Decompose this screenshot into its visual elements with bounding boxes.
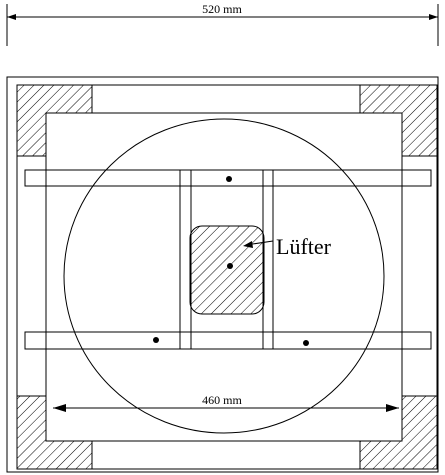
crossbars: [24, 169, 432, 350]
inner-dim-arrow-left: [53, 404, 66, 412]
corner-block-bottom-right: [359, 395, 438, 470]
screw-top: [226, 176, 232, 182]
frame-inner: [16, 84, 438, 470]
rail-left: [179, 169, 192, 350]
screw-bottom-right: [303, 340, 309, 346]
crossbar-top: [24, 169, 432, 187]
inner-dimension-label: 460 mm: [202, 393, 242, 407]
screw-center: [227, 263, 233, 269]
frame: [6, 76, 439, 473]
inner-dim-arrow-right: [386, 404, 399, 412]
fan-opening-circle: [63, 118, 385, 434]
corner-blocks: [16, 84, 438, 470]
corner-block-top-right: [359, 84, 438, 157]
fan-block: [189, 225, 265, 315]
outer-dimension: 520 mm: [6, 2, 439, 46]
fan-callout: Lüfter: [243, 234, 332, 259]
screw-bottom-left: [153, 337, 159, 343]
corner-block-top-left: [16, 84, 93, 157]
crossbar-bottom: [24, 331, 432, 350]
screws: [153, 176, 309, 346]
corner-block-bottom-left: [16, 395, 93, 470]
inner-dimension: 460 mm: [53, 393, 399, 412]
outer-dim-arrow-right: [429, 14, 438, 20]
outer-dimension-label: 520 mm: [202, 2, 242, 16]
frame-outer: [6, 76, 439, 473]
fan-leader-arrow: [243, 241, 253, 248]
outer-dim-arrow-left: [7, 14, 16, 20]
fan-label: Lüfter: [276, 234, 332, 259]
